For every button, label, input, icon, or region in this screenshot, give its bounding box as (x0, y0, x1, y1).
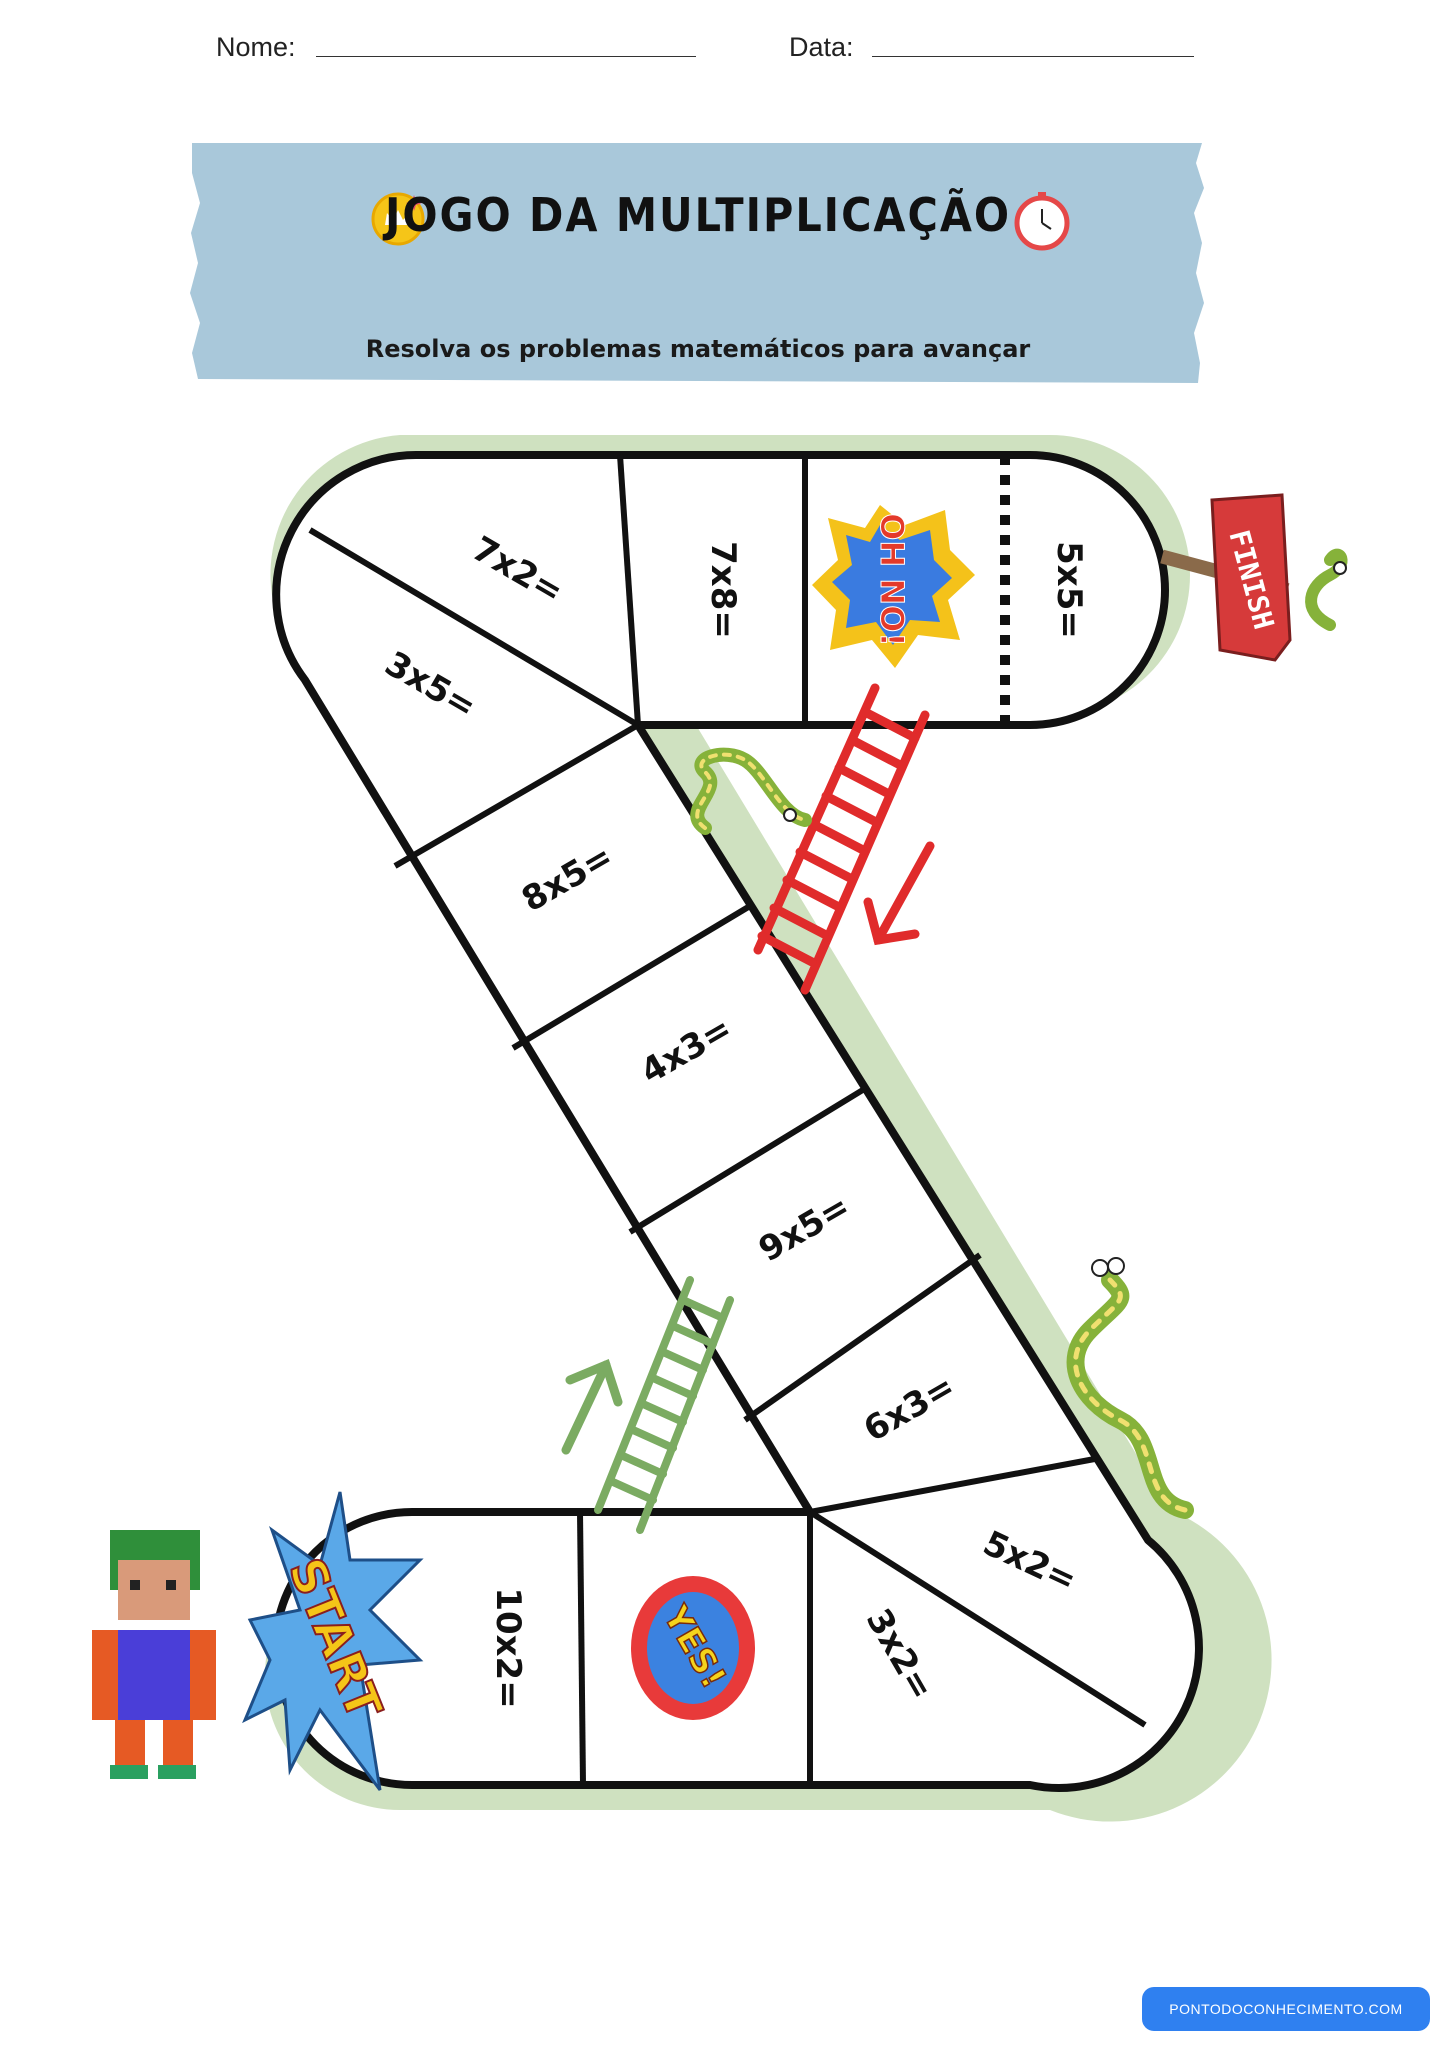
start-burst: START (242, 1491, 424, 1791)
name-label: Nome: (216, 32, 296, 62)
site-logo[interactable]: PONTODOCONHECIMENTO.COM (1142, 1987, 1430, 2031)
snake-icon (690, 747, 812, 835)
snake-icon (1066, 1257, 1194, 1519)
alarm-clock-icon (1014, 192, 1070, 251)
up-arrow-icon (561, 1358, 623, 1455)
square-dividers (308, 454, 1147, 1786)
page-title: JOGO DA MULTIPLICAÇÃO (384, 188, 1012, 242)
finish-sign: FINISH (1160, 493, 1292, 662)
oh-no-square[interactable]: OH NO! (812, 505, 975, 668)
date-label: Data: (789, 32, 854, 62)
crown-icon (371, 192, 425, 246)
date-line[interactable] (872, 56, 1194, 57)
site-url: PONTODOCONHECIMENTO.COM (1169, 2001, 1403, 2017)
yes-square[interactable]: YES! (631, 1576, 755, 1720)
square-7x8[interactable]: 7x8= (703, 541, 743, 639)
red-ladder (753, 683, 930, 995)
tape-banner-shape (190, 143, 1204, 383)
title-banner: JOGO DA MULTIPLICAÇÃO Resolva os problem… (188, 143, 1208, 383)
oh-no-label: OH NO! (873, 513, 911, 647)
player-character-icon (92, 1530, 216, 1779)
square-10x2[interactable]: 10x2= (488, 1587, 528, 1708)
down-arrow-icon (863, 841, 935, 946)
snake-icon (1305, 548, 1348, 631)
page-subtitle: Resolva os problemas matemáticos para av… (365, 335, 1031, 363)
name-line[interactable] (316, 56, 696, 57)
board-outline (271, 450, 1203, 1793)
green-ladder (594, 1276, 734, 1534)
square-5x5[interactable]: 5x5= (1049, 541, 1089, 639)
